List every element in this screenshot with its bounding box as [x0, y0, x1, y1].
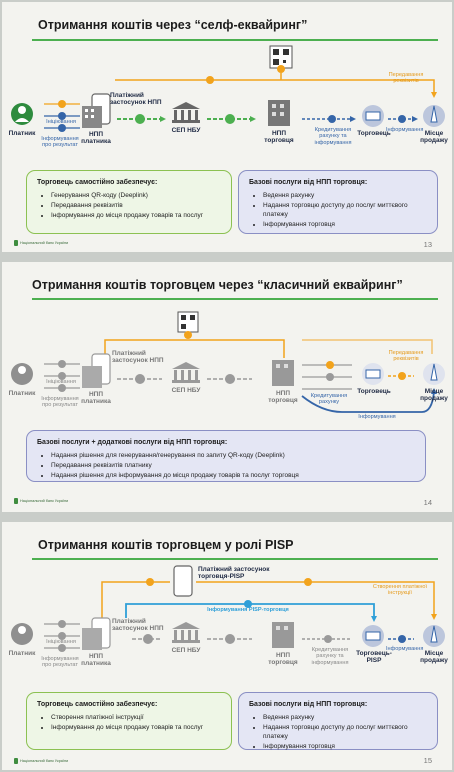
actor-app: Платіжний застосунок НПП: [112, 350, 164, 365]
label-create-instruction: Створення платіжної інструкції: [372, 584, 428, 597]
box-title: Торговець самостійно забезпечує:: [37, 701, 158, 708]
actor-app: Платіжний застосунок НПП: [112, 618, 164, 633]
box-item: Надання рішення для генерування/генерува…: [51, 452, 415, 461]
actor-merchant: Торговець: [357, 388, 391, 395]
label-info-result: Інформування про результат: [41, 656, 79, 669]
box-item: Передавання реквізитів платнику: [51, 462, 415, 471]
actor-payer: Платник: [8, 650, 36, 657]
box-title: Торговець самостійно забезпечує:: [37, 179, 158, 186]
flow-diagram: [11, 45, 445, 132]
npp-services-box: Базові послуги від НПП торговця: Ведення…: [238, 170, 438, 234]
actor-sep: СЕП НБУ: [171, 127, 201, 134]
box-title: Базові послуги від НПП торговця:: [249, 701, 368, 708]
actor-npp-merchant: НПП торговця: [264, 130, 294, 145]
box-item: Надання торговцю доступу до послуг миттє…: [263, 724, 427, 742]
actor-payer: Платник: [8, 390, 36, 397]
label-informing: Інформування: [386, 127, 424, 133]
title-underline: [32, 298, 438, 300]
box-item: Ведення рахунку: [263, 192, 427, 201]
npp-services-box: Базові послуги від НПП торговця: Ведення…: [238, 692, 438, 750]
box-item: Інформування торговця: [263, 743, 427, 752]
actor-merchant: Торговець: [357, 130, 391, 137]
qr-code-icon: [269, 45, 293, 73]
label-initiation: Ініціювання: [46, 639, 76, 645]
actor-app-pisp: Платіжний застосунок торговця-PISP: [198, 566, 270, 581]
actor-sep: СЕП НБУ: [171, 647, 201, 654]
box-title: Базові послуги від НПП торговця:: [249, 179, 368, 186]
slide-title: Отримання коштів торговцем у ролі PISP: [38, 538, 294, 552]
slide-classic-acquiring: Отримання коштів торговцем через “класич…: [2, 262, 452, 512]
label-info-result: Інформування про результат: [41, 396, 79, 409]
box-item: Надання рішення для інформування до місц…: [51, 472, 415, 481]
actor-sep: СЕП НБУ: [171, 387, 201, 394]
box-item: Генерування QR-коду (Deeplink): [51, 192, 221, 201]
actor-npp-payer: НПП платника: [81, 391, 111, 406]
label-details: Передавання реквізитів: [388, 72, 424, 85]
actor-app: Платіжний застосунок НПП: [110, 92, 162, 107]
nbu-logo: Національний банк України: [14, 758, 68, 764]
actor-payer: Платник: [8, 130, 36, 137]
page-number: 14: [423, 498, 432, 507]
label-initiation: Ініціювання: [46, 379, 76, 385]
label-info-result: Інформування про результат: [41, 136, 79, 149]
actor-npp-merchant: НПП торговця: [268, 390, 298, 405]
slide-pisp: Отримання коштів торговцем у ролі PISP: [2, 522, 452, 770]
slide-self-acquiring: Отримання коштів через “селф-еквайринг”: [2, 2, 452, 252]
merchant-provides-box: Торговець самостійно забезпечує: Створен…: [26, 692, 232, 750]
label-initiation: Ініціювання: [46, 119, 76, 125]
actor-place: Місце продажу: [420, 650, 448, 665]
slide-title: Отримання коштів через “селф-еквайринг”: [38, 18, 308, 32]
label-informing: Інформування: [358, 414, 396, 420]
actor-merchant: Торговець-PISP: [356, 650, 392, 665]
merchant-provides-box: Торговець самостійно забезпечує: Генерув…: [26, 170, 232, 234]
box-item: Інформування торговця: [263, 221, 427, 230]
box-item: Створення платіжної інструкції: [51, 714, 221, 723]
box-item: Передавання реквізитів: [51, 202, 221, 211]
label-informing: Інформування: [386, 646, 424, 652]
page-number: 15: [423, 756, 432, 765]
nbu-logo: Національний банк України: [14, 498, 68, 504]
box-item: Інформування до місця продажу товарів та…: [51, 212, 221, 221]
actor-npp-merchant: НПП торговця: [268, 652, 298, 667]
label-info-pisp: Інформування PISP-торговця: [207, 607, 289, 613]
label-details: Передавання реквізитів: [388, 350, 424, 363]
box-item: Надання торговцю доступу до послуг миттє…: [263, 202, 427, 220]
nbu-logo: Національний банк України: [14, 240, 68, 246]
npp-services-box: Базові послуги + додаткові послуги від Н…: [26, 430, 426, 482]
title-underline: [32, 558, 438, 560]
flow-diagram: [11, 311, 445, 413]
label-account-credit: Кредитування рахунку: [310, 393, 348, 406]
actor-npp-payer: НПП платника: [81, 653, 111, 668]
label-account-info: Кредитування рахунку та інформування: [314, 127, 352, 146]
actor-place: Місце продажу: [420, 388, 448, 403]
box-title: Базові послуги + додаткові послуги від Н…: [37, 439, 228, 446]
page-number: 13: [423, 240, 432, 249]
label-account-info: Кредитування рахунку та інформування: [311, 647, 349, 666]
box-item: Ведення рахунку: [263, 714, 427, 723]
slide-title: Отримання коштів торговцем через “класич…: [32, 278, 403, 292]
flow-diagram: [11, 565, 445, 652]
actor-npp-payer: НПП платника: [81, 131, 111, 146]
actor-place: Місце продажу: [420, 130, 448, 145]
box-item: Інформування до місця продажу товарів та…: [51, 724, 221, 733]
title-underline: [32, 39, 438, 41]
